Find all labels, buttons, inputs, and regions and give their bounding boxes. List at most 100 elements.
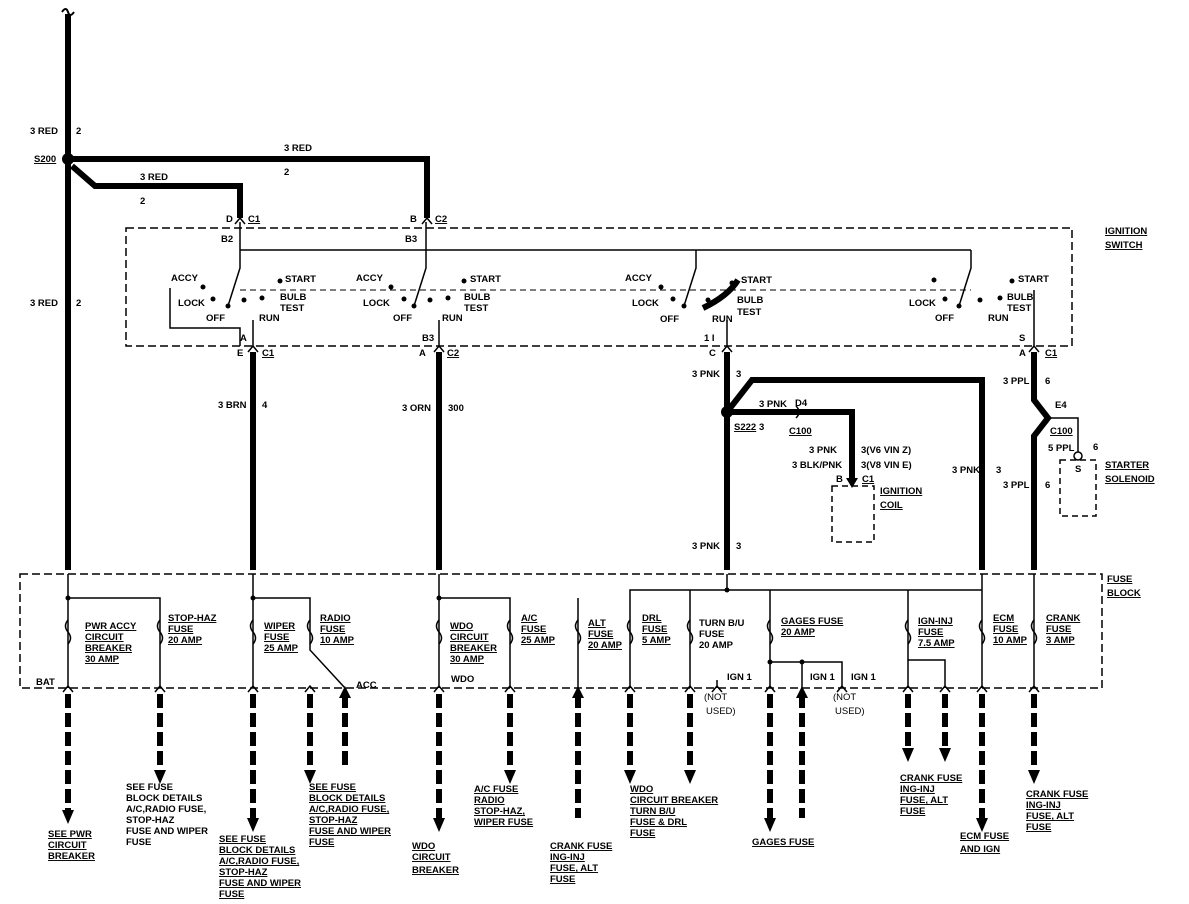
svg-text:RADIO: RADIO xyxy=(320,613,351,624)
wire-pnk-ecm xyxy=(724,377,985,570)
svg-text:BLOCK DETAILS: BLOCK DETAILS xyxy=(309,793,385,804)
conn-b: B xyxy=(410,214,417,225)
svg-text:AND IGN: AND IGN xyxy=(960,844,1000,855)
svg-text:ING-INJ: ING-INJ xyxy=(900,784,935,795)
fuse-block-box xyxy=(19,573,1103,689)
sw2-off: OFF xyxy=(393,313,412,324)
conn-b3: B3 xyxy=(405,234,417,245)
svg-text:FUSE: FUSE xyxy=(521,624,546,635)
svg-text:WDO: WDO xyxy=(412,841,435,852)
wire-pnk-coil xyxy=(727,409,855,478)
label-pnk1: 3 PNK xyxy=(692,369,720,380)
svg-text:PWR ACCY: PWR ACCY xyxy=(85,621,137,632)
ref-wdo-turn: WDO CIRCUIT BREAKER TURN B/U FUSE & DRL … xyxy=(630,784,718,839)
sw3-run: RUN xyxy=(712,314,733,325)
svg-text:SEE FUSE: SEE FUSE xyxy=(126,782,173,793)
svg-text:CIRCUIT: CIRCUIT xyxy=(48,840,87,851)
svg-text:FUSE, ALT: FUSE, ALT xyxy=(1026,811,1074,822)
label-brn-num: 4 xyxy=(262,400,268,411)
svg-text:CIRCUIT: CIRCUIT xyxy=(412,852,451,863)
ignition-coil-label-1: IGNITION xyxy=(880,486,922,497)
svg-text:30 AMP: 30 AMP xyxy=(85,654,120,665)
svg-text:BREAKER: BREAKER xyxy=(412,865,459,876)
svg-text:FUSE: FUSE xyxy=(264,632,289,643)
ignition-switch-box xyxy=(125,227,1073,347)
sw4-run: RUN xyxy=(988,313,1009,324)
svg-text:30 AMP: 30 AMP xyxy=(450,654,485,665)
svg-text:FUSE: FUSE xyxy=(588,629,613,640)
svg-text:10 AMP: 10 AMP xyxy=(320,635,355,646)
conn-b-coil: B xyxy=(836,474,843,485)
label-pnk1-num: 3 xyxy=(736,369,741,380)
starter-solenoid-label-1: STARTER xyxy=(1105,460,1149,471)
sw1-bulb: BULB xyxy=(280,292,307,303)
sw2-test: TEST xyxy=(464,303,488,314)
label-ppl5-num: 6 xyxy=(1093,442,1098,453)
wire-red-to-c2 xyxy=(68,156,430,218)
svg-text:TURN B/U: TURN B/U xyxy=(699,618,745,629)
svg-text:FUSE: FUSE xyxy=(550,874,575,885)
conn-c2b: C2 xyxy=(447,348,459,359)
label-pnk-ecm-num: 3 xyxy=(996,465,1001,476)
sw4-start: START xyxy=(1018,274,1049,285)
fuse-internals xyxy=(67,574,1035,689)
label-ppl2: 3 PPL xyxy=(1003,480,1030,491)
sw2-lock: LOCK xyxy=(363,298,390,309)
label-pnk-low: 3 PNK xyxy=(692,541,720,552)
svg-text:BREAKER: BREAKER xyxy=(85,643,132,654)
main-wires xyxy=(61,8,1052,570)
svg-text:A/C: A/C xyxy=(521,613,538,624)
label-c100b: C100 xyxy=(1050,426,1073,437)
fuse-block-label-1: FUSE xyxy=(1107,574,1132,585)
svg-text:CIRCUIT: CIRCUIT xyxy=(450,632,489,643)
svg-text:WDO: WDO xyxy=(630,784,653,795)
label-pnk-d4: 3 PNK xyxy=(759,399,787,410)
sw1-start: START xyxy=(285,274,316,285)
terminal-not-used-a-2: USED) xyxy=(706,706,736,717)
ign-switch-title-1: IGNITION xyxy=(1105,226,1147,237)
sw4-off: OFF xyxy=(935,313,954,324)
svg-text:FUSE & DRL: FUSE & DRL xyxy=(630,817,687,828)
sw1-run: RUN xyxy=(259,313,280,324)
label-orn: 3 ORN xyxy=(402,403,431,414)
sw3-test: TEST xyxy=(737,307,761,318)
svg-text:FUSE: FUSE xyxy=(219,889,244,900)
svg-text:SEE FUSE: SEE FUSE xyxy=(309,782,356,793)
svg-text:10 AMP: 10 AMP xyxy=(993,635,1028,646)
terminal-wdo: WDO xyxy=(451,674,474,685)
label-s222-num: 3 xyxy=(759,422,764,433)
labels: 3 RED 2 S200 3 RED 2 3 RED 2 3 RED 2 3 B… xyxy=(30,126,1155,900)
conn-b2: B2 xyxy=(221,234,233,245)
label-red-mid: 3 RED xyxy=(30,298,58,309)
label-coil-num2: 3(V8 VIN E) xyxy=(861,460,912,471)
svg-text:FUSE, ALT: FUSE, ALT xyxy=(550,863,598,874)
svg-text:IGN-INJ: IGN-INJ xyxy=(918,616,953,627)
svg-text:FUSE: FUSE xyxy=(918,627,943,638)
svg-text:GAGES FUSE: GAGES FUSE xyxy=(781,616,843,627)
sw3-start: START xyxy=(741,275,772,286)
fuse-pwr-accy: PWR ACCY CIRCUIT BREAKER 30 AMP xyxy=(85,621,137,665)
svg-text:3 AMP: 3 AMP xyxy=(1046,635,1075,646)
terminal-ign1a: IGN 1 xyxy=(727,672,753,683)
splice-s200 xyxy=(62,153,74,165)
svg-text:STOP-HAZ: STOP-HAZ xyxy=(309,815,358,826)
fuse-radio: RADIO FUSE 10 AMP xyxy=(320,613,355,646)
sw2-run: RUN xyxy=(442,313,463,324)
svg-text:FUSE: FUSE xyxy=(993,624,1018,635)
splice-s222 xyxy=(721,406,733,418)
label-coil-num1: 3(V6 VIN Z) xyxy=(861,445,911,456)
svg-text:FUSE: FUSE xyxy=(1046,624,1071,635)
svg-text:FUSE AND WIPER: FUSE AND WIPER xyxy=(126,826,208,837)
label-ppl5: 5 PPL xyxy=(1048,443,1075,454)
conn-a1: A xyxy=(240,333,247,344)
terminal-not-used-a-1: (NOT xyxy=(704,692,727,703)
svg-text:CIRCUIT: CIRCUIT xyxy=(85,632,124,643)
label-ppl1-num: 6 xyxy=(1045,376,1050,387)
sw2-bulb: BULB xyxy=(464,292,491,303)
svg-text:FUSE: FUSE xyxy=(699,629,724,640)
svg-text:STOP-HAZ: STOP-HAZ xyxy=(168,613,217,624)
svg-text:ECM FUSE: ECM FUSE xyxy=(960,831,1009,842)
svg-text:STOP-HAZ: STOP-HAZ xyxy=(126,815,175,826)
label-red-mid-num: 2 xyxy=(76,298,81,309)
